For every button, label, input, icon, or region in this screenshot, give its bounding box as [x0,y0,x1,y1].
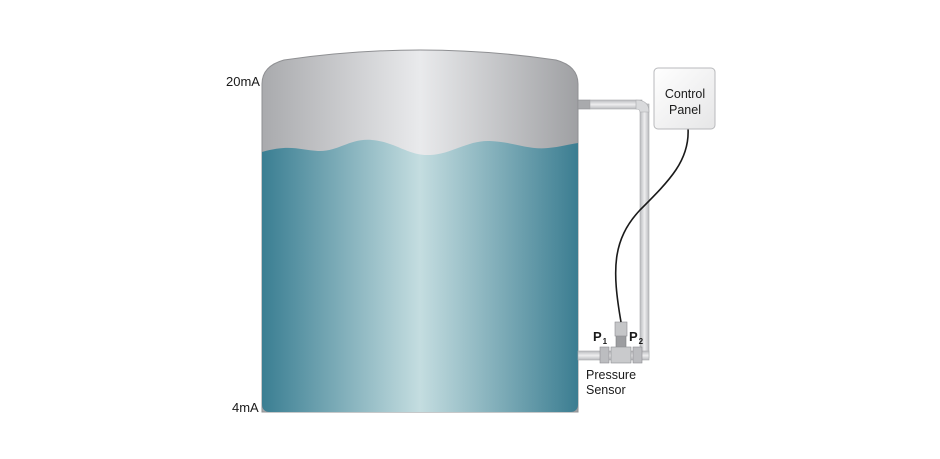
control-panel-line1: Control [664,87,706,101]
tank-water [262,139,578,413]
top-pipe-elbow [635,99,650,113]
sensor-fitting-right [632,346,643,364]
sensor-fitting-center [610,346,632,364]
port-p1-label: P1 [593,329,608,346]
pressure-sensor-line1: Pressure [586,368,637,382]
signal-cable [614,127,689,323]
port-p2-letter: P [629,329,638,344]
port-p2-subscript: 2 [638,337,644,346]
port-p1-subscript: 1 [602,337,608,346]
control-panel-line2: Panel [669,103,701,117]
impulse-line-vertical [639,103,650,359]
sensor-stem [614,321,628,337]
level-20ma-label: 20mA [226,74,260,89]
pressure-sensor-label: Pressure Sensor [586,368,636,398]
control-panel-box [653,67,716,130]
level-4ma-label: 4mA [232,400,259,415]
port-p1-letter: P [593,329,602,344]
port-p2-label: P2 [629,329,644,346]
control-panel-label: Control Panel [654,86,716,118]
sensor-fitting-left [599,346,610,364]
top-pipe-stub [577,99,591,110]
pressure-sensor-line2: Sensor [586,383,626,397]
top-pipe-horizontal [589,99,643,110]
